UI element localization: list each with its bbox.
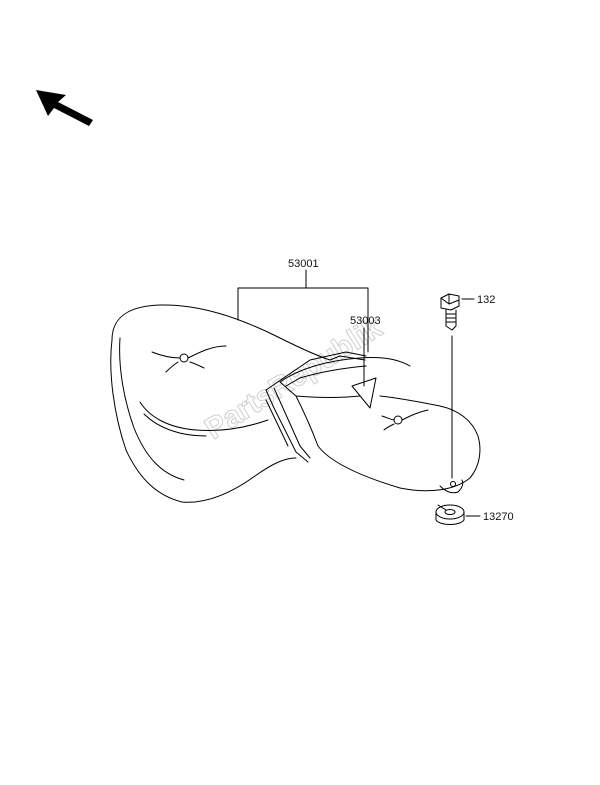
callout-53001: 53001 — [288, 258, 319, 270]
callout-53003: 53003 — [350, 315, 381, 327]
front-seat — [279, 357, 481, 494]
bolt-icon — [440, 293, 460, 331]
nut-icon — [435, 504, 465, 525]
rear-seat — [110, 304, 366, 503]
callout-132: 132 — [477, 294, 495, 306]
callout-13270: 13270 — [483, 511, 514, 523]
seat-join — [265, 351, 367, 463]
watermark: PartsRepublik — [199, 311, 388, 446]
leader-lines — [237, 269, 481, 517]
front-direction-arrow-icon — [36, 90, 93, 126]
